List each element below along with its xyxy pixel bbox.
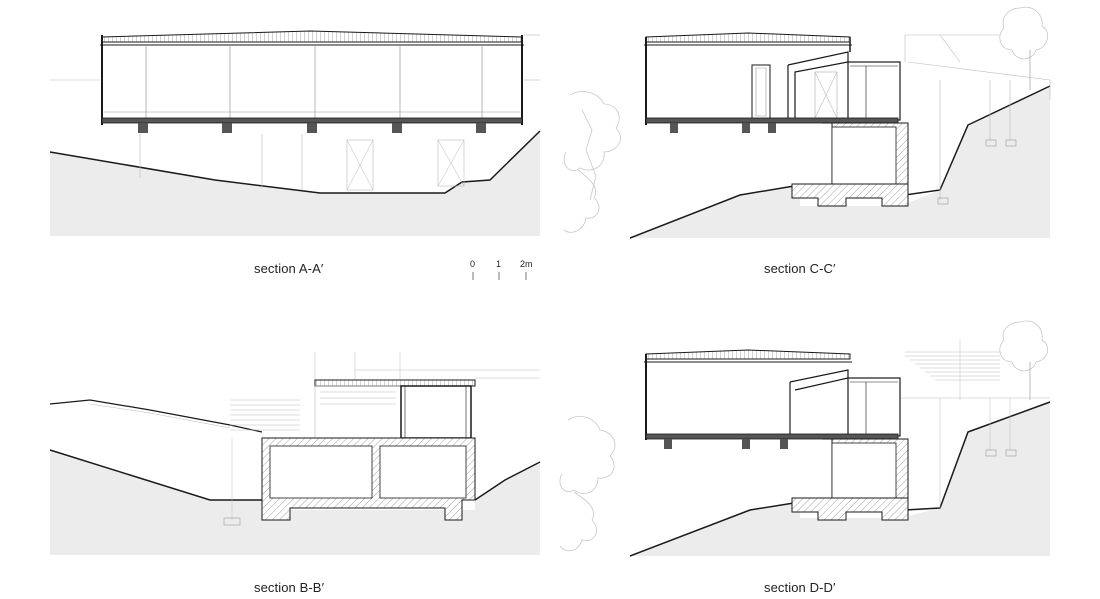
section-c-drawing — [563, 6, 1051, 239]
caption-section-a: section A-A′ — [254, 261, 324, 276]
caption-section-d: section D-D′ — [764, 580, 836, 595]
section-a-drawing — [49, 30, 541, 236]
ground-fill — [50, 131, 540, 236]
scale-label-0: 0 — [470, 259, 476, 269]
ground-line — [49, 130, 541, 194]
scale-bar — [472, 272, 527, 280]
scale-label-2: 2m — [520, 259, 533, 269]
section-b-drawing — [49, 352, 541, 555]
scale-label-1: 1 — [496, 259, 502, 269]
caption-section-b: section B-B′ — [254, 580, 325, 595]
caption-section-c: section C-C′ — [764, 261, 836, 276]
section-d-drawing — [559, 320, 1051, 557]
